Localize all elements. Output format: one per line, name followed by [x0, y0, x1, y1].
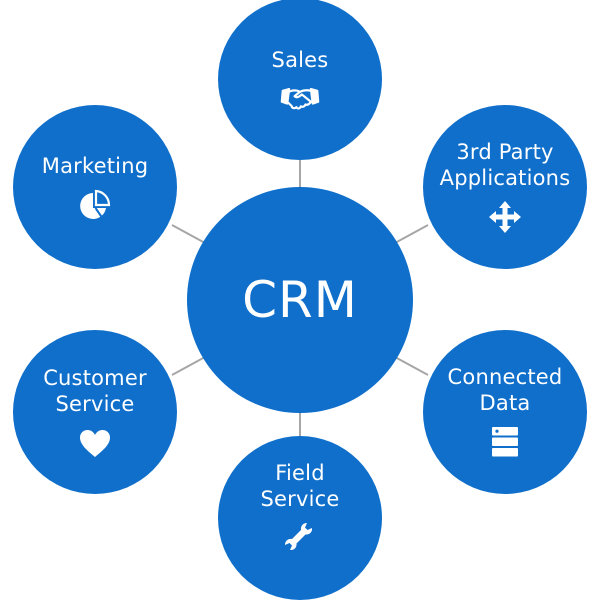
crm-hub-node: CRM — [187, 187, 413, 413]
wrench-icon — [280, 520, 320, 556]
node-customer-service-label-line2: Service — [55, 392, 135, 416]
node-customer-service-label-line1: Customer — [43, 366, 147, 390]
handshake-icon — [280, 81, 320, 117]
connector-marketing — [171, 224, 206, 244]
connector-connected-data — [394, 356, 429, 376]
node-connected-data-label-line1: Connected — [447, 365, 563, 389]
node-third-party-label-line2: Applications — [439, 166, 571, 190]
connector-third-party — [394, 224, 429, 244]
node-marketing-label: Marketing — [41, 154, 149, 178]
node-customer-service: Customer Service — [13, 330, 177, 494]
node-sales-label: Sales — [271, 48, 329, 72]
node-third-party-label-line1: 3rd Party — [456, 140, 554, 164]
node-third-party-applications: 3rd Party Applications — [423, 105, 587, 269]
node-sales: Sales — [218, 0, 382, 160]
node-field-service: Field Service — [218, 436, 382, 600]
connector-customer-service — [171, 356, 206, 376]
node-connected-data: Connected Data — [423, 330, 587, 494]
node-field-service-label-line1: Field — [275, 461, 325, 485]
crm-hub-label: CRM — [242, 271, 358, 329]
heart-icon — [75, 425, 115, 461]
move-arrows-icon — [485, 199, 525, 235]
database-icon — [485, 424, 525, 460]
node-field-service-label-line2: Service — [260, 487, 340, 511]
node-connected-data-label-line2: Data — [479, 391, 531, 415]
pie-chart-icon — [75, 187, 115, 223]
node-marketing: Marketing — [13, 105, 177, 269]
